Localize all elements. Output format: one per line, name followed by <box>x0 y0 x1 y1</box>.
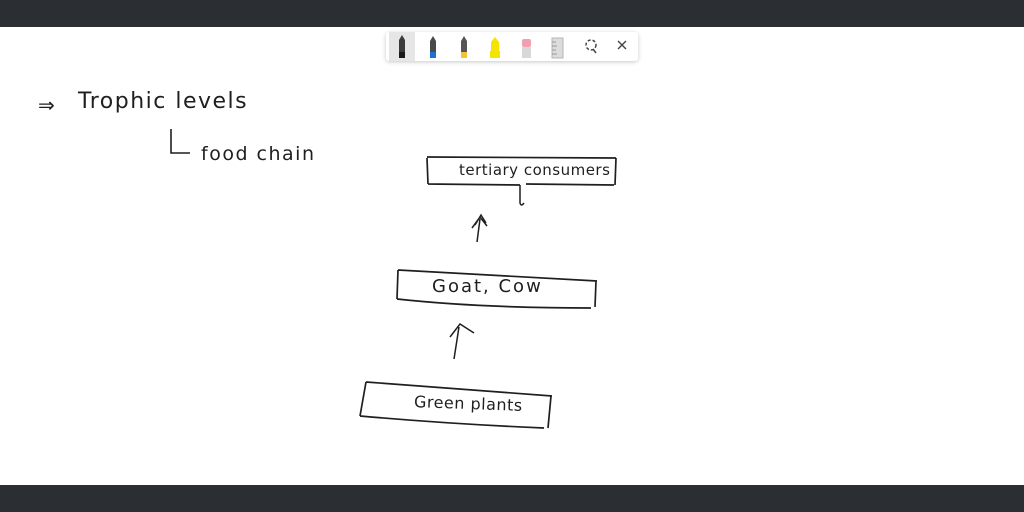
box-middle-outline <box>396 269 598 309</box>
box-top-tail <box>519 185 525 206</box>
close-icon <box>617 40 627 50</box>
yellow-marker-button[interactable] <box>451 32 477 61</box>
ink-drawing <box>170 129 617 429</box>
ruler-button[interactable] <box>544 32 570 61</box>
arrow-lower <box>449 322 475 360</box>
bottom-bar <box>0 485 1024 512</box>
top-bar <box>0 0 1024 27</box>
subheading-text: food chain <box>201 143 316 165</box>
highlighter-icon <box>490 37 500 58</box>
heading-text: Trophic levels <box>78 89 249 114</box>
black-marker-button[interactable] <box>389 32 415 61</box>
blue-marker-icon <box>430 36 436 58</box>
black-marker-icon <box>399 35 405 58</box>
close-toolbar-button[interactable] <box>609 32 635 61</box>
lasso-button[interactable] <box>578 32 604 61</box>
pen-toolbar <box>386 32 638 61</box>
hook-line <box>170 129 190 154</box>
highlighter-button[interactable] <box>482 32 508 61</box>
ruler-icon <box>551 37 564 59</box>
yellow-marker-icon <box>461 36 467 58</box>
lasso-icon <box>585 39 597 54</box>
arrow-upper <box>471 213 488 243</box>
heading-arrow: ⇒ <box>38 93 55 117</box>
box-middle-label: Goat, Cow <box>432 276 543 297</box>
box-top-label: tertiary consumers <box>459 161 611 179</box>
blue-marker-button[interactable] <box>420 32 446 61</box>
box-bottom-outline <box>359 381 553 429</box>
eraser-icon <box>522 39 531 58</box>
eraser-button[interactable] <box>513 32 539 61</box>
box-bottom-label: Green plants <box>413 392 524 415</box>
whiteboard-canvas[interactable]: ⇒ Trophic levels food chain tertiary con… <box>0 27 1024 485</box>
box-top-outline <box>426 156 617 186</box>
